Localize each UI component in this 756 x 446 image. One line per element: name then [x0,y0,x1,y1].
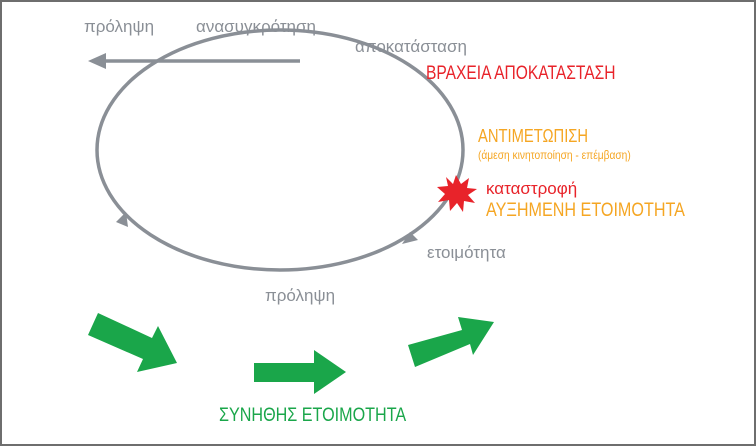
label-prevention-bottom: πρόληψη [265,286,336,305]
label-reconstruction: ανασυγκρότηση [196,17,316,36]
label-response-sub: (άμεση κινητοποίηση - επέμβαση) [478,148,631,162]
label-response: ΑΝΤΙΜΕΤΩΠΙΣΗ [478,126,589,146]
exit-arrowhead-icon [88,53,106,69]
label-prevention-top: πρόληψη [84,17,155,36]
label-readiness: ετοιμότητα [427,243,506,262]
right-cycle-arrowhead-icon [402,232,418,244]
explosion-star-icon [437,175,477,212]
label-short-recovery: ΒΡΑΧΕΙΑ ΑΠΟΚΑΤΑΣΤΑΣΗ [426,63,616,84]
cycle-ellipse [95,28,465,272]
left-cycle-arrowhead-icon [116,212,128,227]
green-arrow-3-icon [408,317,494,367]
label-normal-readiness: ΣΥΝΗΘΗΣ ΕΤΟΙΜΟΤΗΤΑ [219,405,407,426]
label-restoration: αποκατάσταση [355,37,467,56]
green-arrow-1-icon [88,313,177,372]
label-increased-readiness: ΑΥΞΗΜΕΝΗ ΕΤΟΙΜΟΤΗΤΑ [486,200,685,221]
label-disaster: καταστροφή [486,179,578,198]
green-arrow-2-icon [254,350,346,394]
